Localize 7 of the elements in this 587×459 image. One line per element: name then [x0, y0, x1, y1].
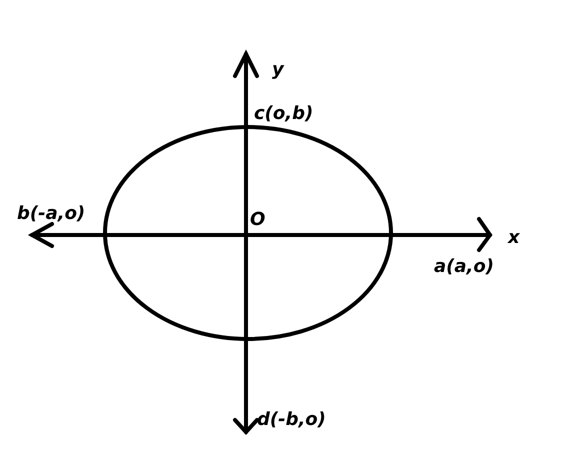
point-label: b(-a,o)	[17, 204, 86, 224]
axis-label: y	[272, 60, 284, 80]
point-label: d(-b,o)	[257, 410, 326, 430]
origin-label: O	[250, 210, 266, 230]
point-label: a(a,o)	[434, 257, 494, 277]
axis-label: x	[508, 228, 520, 248]
point-label: c(o,b)	[254, 104, 314, 124]
